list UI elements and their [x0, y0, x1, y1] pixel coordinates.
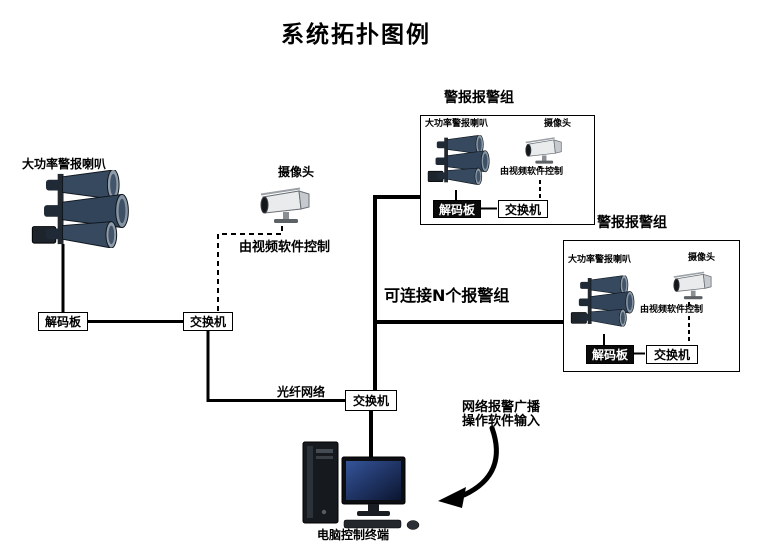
camera-icon	[260, 184, 314, 228]
input-annotation-line2: 操作软件输入	[461, 414, 540, 429]
video-control-label: 由视频软件控制	[639, 305, 705, 316]
input-arrow-curve	[461, 425, 499, 498]
input-annotation-line1: 网络报警广播	[461, 400, 540, 415]
video-control-label: 由视频软件控制	[499, 167, 565, 178]
decoder-node: 解码板	[433, 200, 481, 218]
computer-icon	[300, 440, 425, 532]
connect-n-label: 可连接N个报警组	[384, 286, 510, 305]
decoder-node: 解码板	[38, 312, 88, 331]
switch-node: 交换机	[646, 345, 698, 364]
fiber-label: 光纤网络	[277, 385, 326, 399]
terminal-label: 电脑控制终端	[317, 528, 390, 542]
decoder-node: 解码板	[586, 345, 634, 364]
group1-box: 大功率警报喇叭 摄像头 由视频软件控制 解码板 交换机	[420, 115, 595, 225]
speaker-icon	[568, 267, 642, 335]
central-switch-node: 交换机	[345, 390, 397, 411]
switch-node: 交换机	[183, 312, 233, 331]
speaker-label: 大功率警报喇叭	[22, 157, 107, 171]
video-control-label: 由视频软件控制	[239, 240, 331, 255]
group2-box: 大功率警报喇叭 摄像头 由视频软件控制 解码板 交换机	[563, 240, 740, 372]
group1-title: 警报报警组	[444, 90, 514, 106]
group2-title: 警报报警组	[597, 215, 667, 231]
wire-switch-central	[206, 330, 346, 402]
input-arrow-head	[438, 487, 466, 508]
speaker-icon	[26, 170, 142, 248]
camera-label: 摄像头	[544, 119, 572, 129]
diagram-title: 系统拓扑图例	[281, 22, 431, 48]
camera-icon	[673, 269, 715, 303]
camera-icon	[525, 135, 565, 167]
speaker-label: 大功率警报喇叭	[425, 119, 489, 129]
wire-camera-dashed	[217, 226, 283, 313]
trunk-to-group1	[373, 195, 421, 391]
speaker-icon	[425, 129, 497, 191]
camera-label: 摄像头	[278, 165, 315, 179]
speaker-label: 大功率警报喇叭	[568, 255, 632, 265]
input-annotation: 网络报警广播 操作软件输入	[455, 401, 547, 429]
switch-node: 交换机	[498, 200, 548, 218]
camera-label: 摄像头	[688, 253, 716, 263]
